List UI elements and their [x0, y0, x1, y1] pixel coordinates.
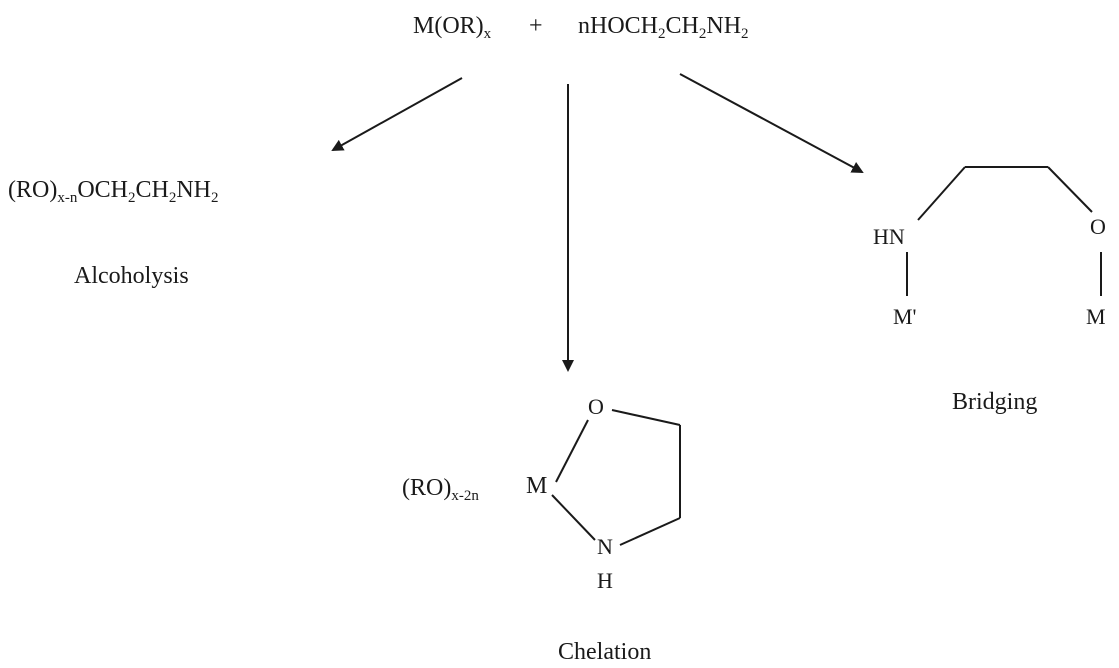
bond-m-o [555, 419, 589, 483]
alcoholysis-sub-2: 2 [128, 190, 136, 206]
alcoholysis-sub-4: 2 [211, 190, 219, 206]
bridging-oxygen-atom: O [1090, 214, 1106, 239]
plus-sign: + [529, 13, 543, 39]
alcoholysis-sub-1: x-n [57, 190, 78, 206]
ethanolamine-part-3: NH [706, 13, 742, 39]
alcoholysis-part-1: (RO) [8, 177, 58, 203]
arrow-to-alcoholysis [331, 77, 463, 151]
alcoholysis-label: Alcoholysis [74, 263, 189, 289]
bridging-label: Bridging [952, 389, 1038, 415]
chelation-hydrogen-atom: H [597, 568, 613, 593]
alcoholysis-part-2: OCH [77, 177, 128, 203]
reactant-metal-alkoxide: M(OR)x [413, 13, 491, 42]
ethanolamine-part-1: nHOCH [578, 13, 659, 39]
bridging-metal: M [1086, 304, 1106, 329]
chelation-oxygen-atom: O [588, 394, 604, 419]
chelation-metal-atom: M [526, 473, 548, 499]
bridging-metal-prime: M' [893, 304, 917, 329]
chelation-label: Chelation [558, 639, 652, 665]
alcoholysis-part-4: NH [176, 177, 212, 203]
alcoholysis-part-3: CH [135, 177, 169, 203]
bond-m-n [551, 494, 596, 541]
bond-ch2-o [1047, 166, 1093, 213]
ethanolamine-part-2: CH [665, 13, 699, 39]
alcoholysis-sub-3: 2 [168, 190, 177, 206]
bond-o-ch2 [611, 409, 681, 426]
reactant-1-subscript: x [483, 26, 492, 42]
ethanolamine-sub-3: 2 [741, 26, 749, 42]
ethanolamine-sub-2: 2 [698, 26, 707, 42]
arrow-to-bridging [679, 73, 864, 173]
bridging-hn-group: HN [873, 224, 905, 249]
chelation-prefix-part: (RO) [402, 475, 452, 501]
bond-hn-ch2 [917, 166, 966, 221]
ethanolamine-sub-1: 2 [658, 26, 666, 42]
reactant-1-main: M(OR) [413, 13, 484, 39]
alcoholysis-product: (RO)x-nOCH2CH2NH2 [8, 177, 219, 206]
chelation-nitrogen-atom: N [597, 534, 613, 559]
bond-ch2-n [619, 517, 681, 546]
reactant-ethanolamine: nHOCH2CH2NH2 [578, 13, 749, 42]
chelation-prefix-sub: x-2n [451, 488, 479, 504]
chelation-prefix: (RO)x-2n [402, 475, 479, 504]
